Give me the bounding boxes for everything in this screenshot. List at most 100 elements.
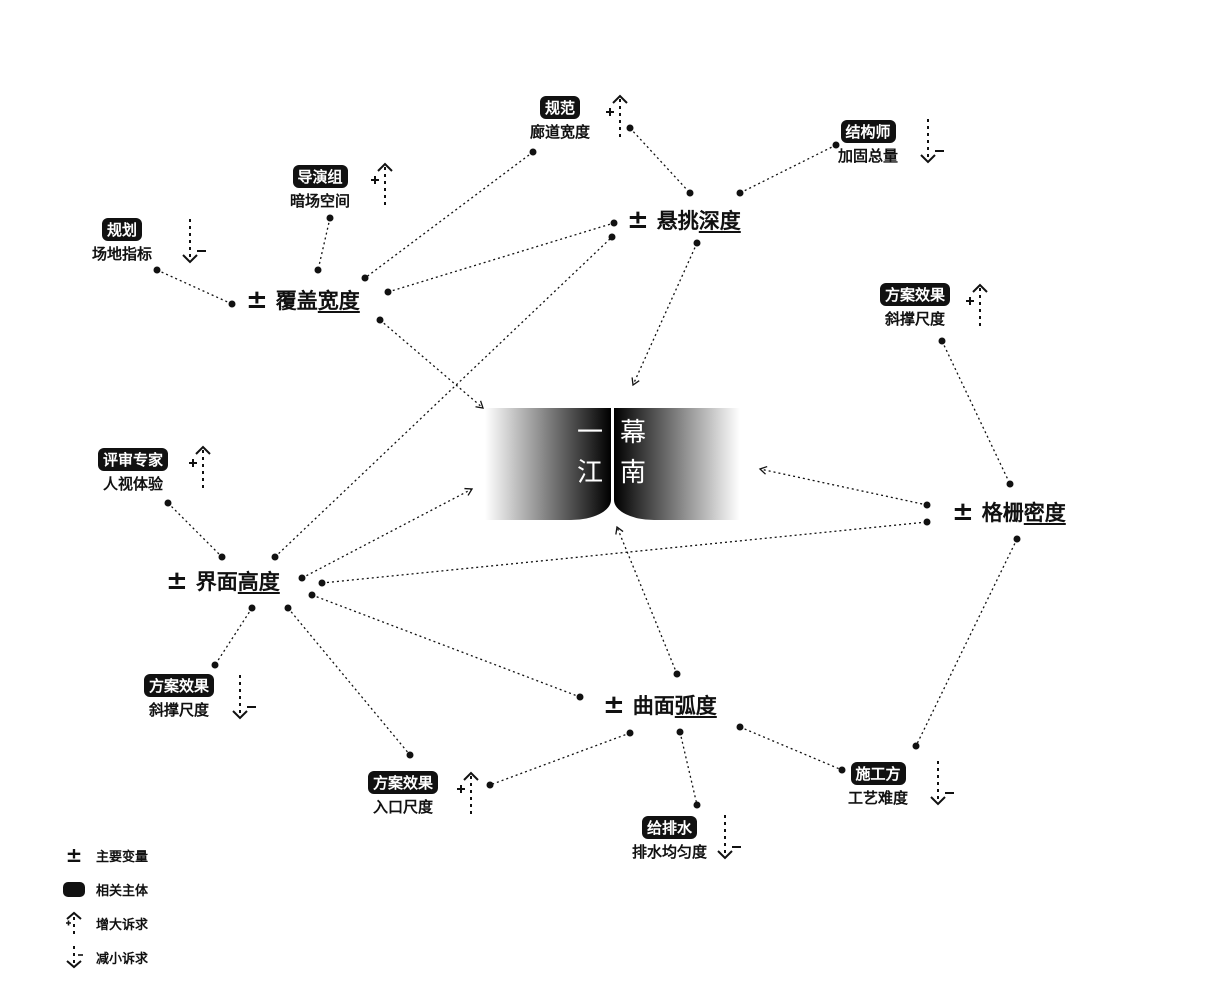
actor-3: 结构师加固总量: [838, 120, 898, 166]
relation-line: [364, 151, 534, 279]
endpoint-dot: [529, 148, 537, 156]
increase-arrow-icon: [188, 445, 214, 495]
actor-tag: 规划: [102, 218, 143, 241]
influence-arrow: [758, 465, 928, 506]
decrease-arrow-icon: [62, 944, 86, 970]
endpoint-dot: [384, 288, 392, 296]
actor-tag: 导演组: [292, 165, 348, 188]
actor-9: 施工方工艺难度: [848, 762, 908, 808]
relation-line: [679, 731, 698, 806]
endpoint-dot: [284, 604, 292, 612]
variable-label: 覆盖: [275, 288, 318, 313]
endpoint-dot: [308, 591, 316, 599]
endpoint-dot: [736, 723, 744, 731]
variable-label-underlined: 宽度: [317, 288, 360, 313]
variable-cantilever-depth: ± 悬挑深度: [627, 205, 741, 235]
variable-label: 格栅: [981, 500, 1024, 525]
endpoint-dot: [736, 189, 744, 197]
center-char: 一: [577, 418, 604, 448]
actor-badge-icon: [62, 881, 86, 897]
endpoint-dot: [1006, 480, 1014, 488]
variable-curve-arc: ± 曲面弧度: [603, 690, 717, 720]
variable-grid-density: ±格栅密度: [952, 497, 1066, 527]
actor-concern: 廊道宽度: [530, 123, 591, 141]
relation-line: [287, 607, 411, 756]
variable-cover-width: ± 覆盖宽度: [246, 285, 360, 315]
endpoint-dot: [1013, 535, 1021, 543]
endpoint-dot: [164, 499, 172, 507]
endpoint-dot: [626, 729, 634, 737]
actor-6: 方案效果斜撑尺度: [144, 674, 215, 720]
center-char: 幕: [620, 418, 647, 448]
actor-4: 方案效果斜撑尺度: [880, 283, 951, 329]
actor-concern: 入口尺度: [373, 798, 434, 816]
relation-line: [387, 222, 615, 293]
variable-label-underlined: 弧度: [674, 693, 717, 718]
increase-arrow-icon: [370, 162, 396, 212]
decrease-arrow-icon: [180, 218, 208, 268]
actor-concern: 暗场空间: [290, 192, 351, 210]
legend-label: 增大诉求: [96, 917, 149, 933]
actor-1: 导演组暗场空间: [290, 165, 350, 211]
endpoint-dot: [838, 766, 846, 774]
endpoint-dot: [832, 141, 840, 149]
plus-minus-icon: ±: [603, 690, 625, 720]
endpoint-dot: [153, 266, 161, 274]
endpoint-dot: [610, 219, 618, 227]
variable-label-underlined: 密度: [1023, 500, 1066, 525]
endpoint-dot: [938, 337, 946, 345]
endpoint-dot: [686, 189, 694, 197]
variable-label: 界面: [195, 569, 238, 594]
actor-concern: 工艺难度: [848, 789, 909, 807]
variable-label: 曲面: [632, 693, 675, 718]
plus-minus-icon: ±: [627, 205, 649, 235]
relation-line: [739, 726, 843, 771]
endpoint-dot: [576, 693, 584, 701]
relation-line: [739, 144, 837, 194]
relation-line: [321, 521, 928, 584]
variable-label-underlined: 高度: [237, 569, 280, 594]
endpoint-dot: [228, 300, 236, 308]
endpoint-dot: [326, 214, 334, 222]
endpoint-dot: [218, 553, 226, 561]
endpoint-dot: [912, 742, 920, 750]
actor-tag: 施工方: [850, 762, 906, 785]
legend-label: 相关主体: [96, 883, 149, 899]
relation-line: [317, 217, 331, 271]
relation-line: [489, 732, 631, 786]
variable-label-underlined: 深度: [698, 208, 741, 233]
endpoint-dot: [486, 781, 494, 789]
actor-concern: 加固总量: [838, 147, 899, 165]
variable-interface-height: ± 界面高度: [166, 566, 280, 596]
endpoint-dot: [376, 316, 384, 324]
plus-minus-icon: ±: [246, 285, 268, 315]
influence-arrow: [615, 525, 678, 675]
endpoint-dot: [626, 124, 634, 132]
relation-line: [311, 594, 581, 698]
decrease-arrow-icon: [230, 674, 258, 724]
relation-line: [941, 340, 1011, 485]
actor-concern: 斜撑尺度: [149, 701, 210, 719]
decrease-arrow-icon: [928, 760, 956, 810]
decrease-arrow-icon: [715, 814, 743, 864]
endpoint-dot: [676, 728, 684, 736]
relation-line: [629, 127, 691, 194]
center-book-graphic: 一 江 幕 南: [485, 408, 740, 520]
actor-7: 方案效果入口尺度: [368, 771, 439, 817]
endpoint-dot: [298, 574, 306, 582]
plus-minus-icon: ±: [65, 843, 83, 867]
endpoint-dot: [211, 661, 219, 669]
actor-5: 评审专家人视体验: [98, 448, 169, 494]
endpoint-dot: [248, 604, 256, 612]
variable-label: 悬挑: [656, 208, 699, 233]
actor-0: 规划场地指标: [92, 218, 152, 264]
center-char: 南: [620, 458, 647, 488]
relation-line: [214, 607, 253, 666]
plus-minus-icon: ±: [166, 566, 188, 596]
endpoint-dot: [923, 518, 931, 526]
endpoint-dot: [271, 553, 279, 561]
actor-concern: 场地指标: [92, 245, 153, 263]
actor-tag: 方案效果: [144, 674, 215, 697]
